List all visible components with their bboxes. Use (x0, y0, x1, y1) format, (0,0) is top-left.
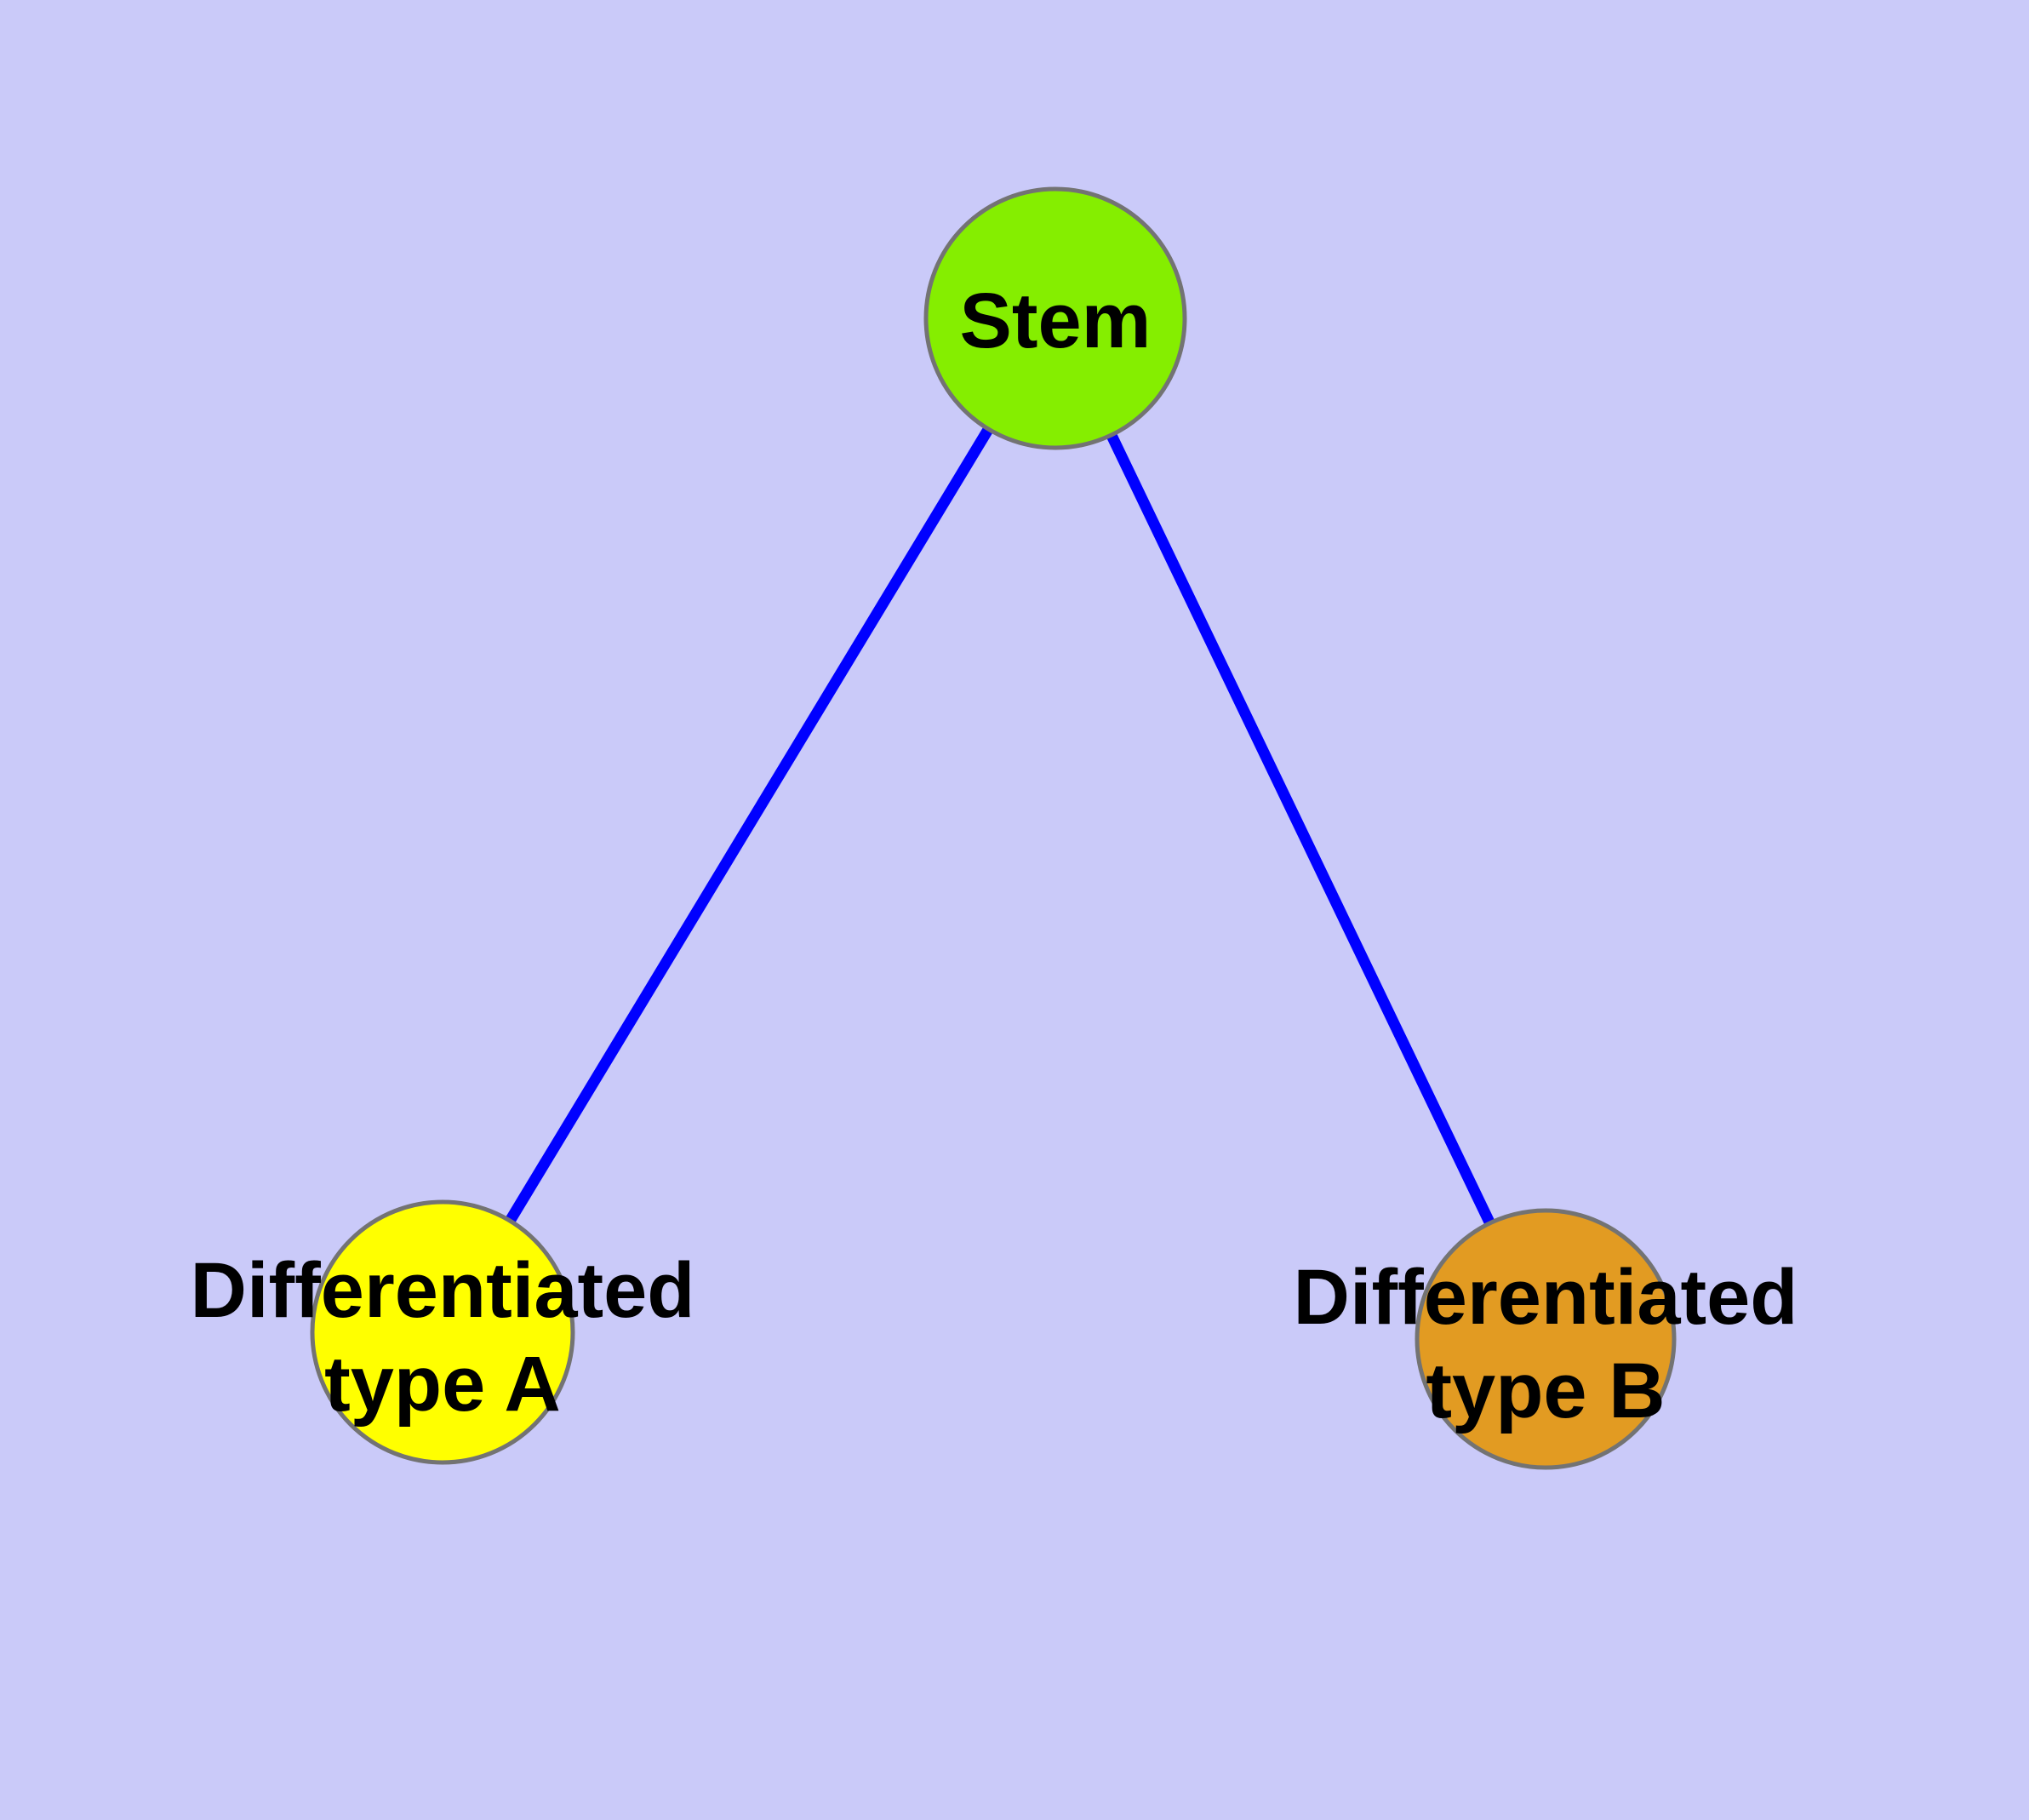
node-differentiated-type-a (310, 1199, 575, 1465)
node-type-b-label-line-1: Differentiated (1294, 1254, 1798, 1341)
node-differentiated-type-b (1415, 1208, 1677, 1470)
node-type-b-label-line-2: type B (1426, 1348, 1665, 1434)
edge-stem-to-type-a (437, 315, 1060, 1336)
node-type-a-label-line-2: type A (324, 1341, 561, 1428)
node-stem-label: Stem (960, 278, 1152, 364)
node-type-a-label-line-1: Differentiated (191, 1247, 695, 1334)
edge-stem-to-type-b (1050, 316, 1551, 1342)
node-stem (923, 186, 1187, 450)
